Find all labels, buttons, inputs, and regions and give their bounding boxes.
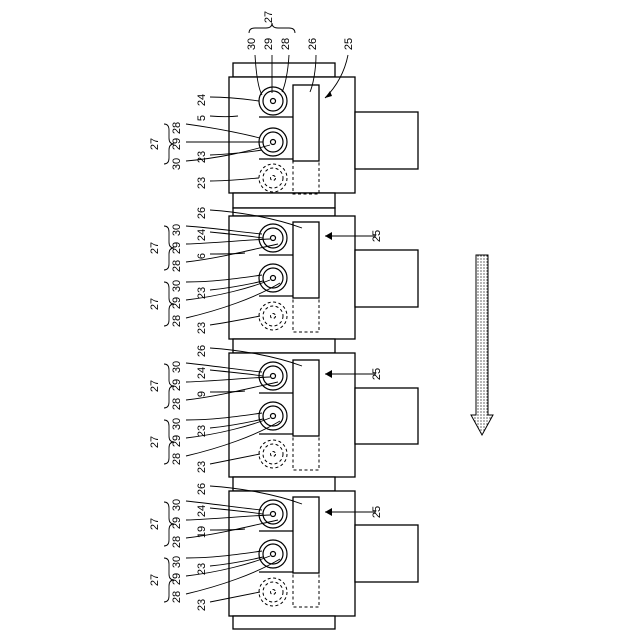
label-l-group27: 27 [149, 298, 161, 310]
label-u-group27: 27 [149, 242, 161, 254]
label-u30: 30 [171, 224, 183, 236]
label-shaft: 26 [196, 345, 208, 357]
brace-27-top [249, 23, 295, 33]
label-ghost-roller: 23 [196, 322, 208, 334]
label-l30: 30 [171, 418, 183, 430]
label-ghost-roller: 23 [196, 461, 208, 473]
label-u-group27: 27 [149, 518, 161, 530]
label-l30: 30 [171, 280, 183, 292]
label-lower-roller: 23 [196, 151, 208, 163]
label-u29: 29 [171, 379, 183, 391]
label-header-a: 30 [246, 38, 258, 50]
label-g30: 30 [171, 158, 183, 170]
label-header-top: 27 [263, 11, 275, 23]
label-wall: 6 [196, 253, 208, 259]
label-u28: 28 [171, 398, 183, 410]
label-l28: 28 [171, 591, 183, 603]
label-assembly: 25 [343, 38, 355, 50]
label-u30: 30 [171, 499, 183, 511]
label-shaft: 26 [196, 483, 208, 495]
label-upper-roller: 24 [196, 229, 208, 241]
label-upper-roller: 24 [196, 94, 208, 106]
label-upper-roller: 24 [196, 367, 208, 379]
label-shaft: 26 [196, 207, 208, 219]
label-header-b: 29 [263, 38, 275, 50]
label-l28: 28 [171, 315, 183, 327]
label-header-c: 28 [280, 38, 292, 50]
label-group27: 27 [149, 138, 161, 150]
label-l30: 30 [171, 556, 183, 568]
label-l29: 29 [171, 435, 183, 447]
unit-1: 30 29 28 27 26 25 24 5 28 23 29 30 27 23 [149, 11, 418, 208]
label-u30: 30 [171, 361, 183, 373]
label-u-group27: 27 [149, 380, 161, 392]
label-l29: 29 [171, 573, 183, 585]
label-l28: 28 [171, 453, 183, 465]
label-u28: 28 [171, 536, 183, 548]
label-shaft: 26 [307, 38, 319, 50]
label-u29: 29 [171, 517, 183, 529]
label-ghost-roller: 23 [196, 599, 208, 611]
label-upper-roller: 24 [196, 505, 208, 517]
label-wall: 5 [196, 115, 208, 121]
label-u28: 28 [171, 260, 183, 272]
unit-3: 26 25 30 24 29 27 9 28 30 23 29 27 28 23 [149, 345, 418, 491]
label-l-group27: 27 [149, 574, 161, 586]
unit-2: 26 25 30 24 29 27 6 28 30 23 29 27 28 23 [149, 207, 418, 353]
down-arrow-icon [471, 255, 493, 435]
label-l-group27: 27 [149, 436, 161, 448]
unit-4: 26 25 30 24 29 27 19 28 30 23 29 27 28 2… [149, 483, 418, 629]
label-l29: 29 [171, 297, 183, 309]
label-wall: 9 [196, 391, 208, 397]
label-ghost-roller: 23 [196, 177, 208, 189]
label-g28: 28 [171, 122, 183, 134]
